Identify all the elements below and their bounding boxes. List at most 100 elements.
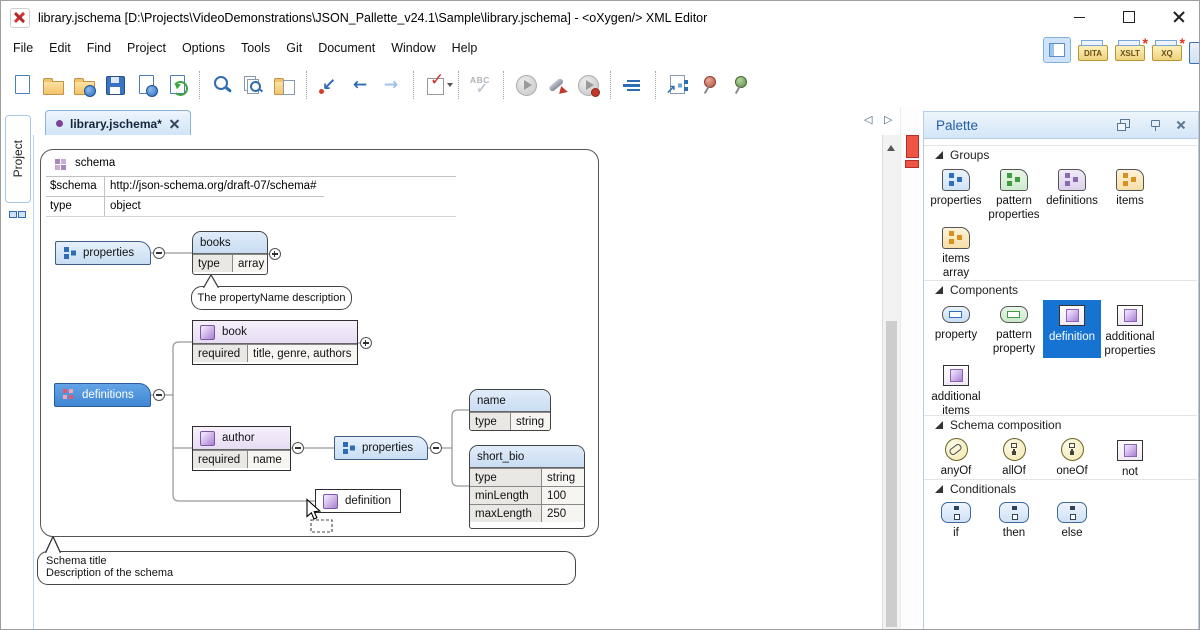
menu-project[interactable]: Project — [127, 41, 166, 55]
forward-button[interactable]: → — [378, 72, 404, 98]
palette-item-additional-properties[interactable]: additional properties — [1101, 300, 1159, 358]
maximize-button[interactable] — [1114, 6, 1144, 28]
back-button[interactable]: ← — [347, 72, 373, 98]
books-node[interactable]: books type array — [192, 231, 268, 275]
scroll-up-arrow-icon[interactable] — [887, 141, 895, 151]
minimize-button[interactable] — [1064, 6, 1094, 28]
palette-item-not[interactable]: not — [1101, 435, 1159, 479]
palette-item-property[interactable]: property — [927, 300, 985, 358]
scrollbar-thumb[interactable] — [886, 321, 897, 627]
name-node[interactable]: name type string — [469, 389, 551, 431]
associate-schema-button[interactable]: ↗ — [665, 72, 691, 98]
menu-tools[interactable]: Tools — [241, 41, 271, 55]
apply-transformation-button[interactable] — [513, 72, 539, 98]
database-perspective-icon[interactable] — [1189, 42, 1199, 64]
format-indent-button[interactable] — [620, 72, 646, 98]
menu-git[interactable]: Git — [286, 41, 303, 55]
menu-find[interactable]: Find — [86, 41, 112, 55]
close-button[interactable] — [1164, 6, 1194, 28]
vertical-scrollbar[interactable] — [882, 135, 900, 629]
palette-item-properties[interactable]: properties — [927, 166, 985, 222]
reload-button[interactable] — [164, 72, 190, 98]
last-edit-location-button[interactable]: ↙ — [316, 72, 342, 98]
row-value[interactable]: 100 — [542, 487, 584, 504]
open-button[interactable] — [40, 72, 66, 98]
name-type-row[interactable]: type string — [470, 412, 550, 430]
palette-item-additional-items[interactable]: additional items — [927, 360, 985, 418]
pin-panel-icon[interactable] — [1149, 119, 1161, 131]
close-panel-icon[interactable] — [1175, 119, 1187, 131]
schema-design-canvas[interactable]: schema $schema http://json-schema.org/dr… — [33, 135, 883, 629]
xslt-debugger-perspective-icon[interactable]: XSLT — [1115, 35, 1148, 61]
pin-validation-button[interactable] — [727, 72, 753, 98]
error-marker[interactable] — [905, 160, 919, 168]
schema-row-value[interactable]: http://json-schema.org/draft-07/schema# — [110, 180, 317, 192]
schema-node[interactable]: schema $schema http://json-schema.org/dr… — [40, 149, 599, 537]
menu-edit[interactable]: Edit — [49, 41, 71, 55]
row-value[interactable]: array — [233, 255, 267, 272]
section-components[interactable]: Components — [924, 280, 1197, 298]
row-value[interactable]: string — [511, 413, 550, 430]
books-type-row[interactable]: type array — [193, 254, 267, 272]
section-groups[interactable]: Groups — [924, 145, 1197, 163]
tab-library-jschema[interactable]: library.jschema* — [45, 110, 191, 136]
menu-help[interactable]: Help — [451, 41, 478, 55]
properties-node[interactable]: properties — [55, 241, 151, 265]
save-button[interactable] — [102, 72, 128, 98]
palette-item-pattern-properties[interactable]: pattern properties — [985, 166, 1043, 222]
save-to-url-button[interactable] — [133, 72, 159, 98]
row-value[interactable]: name — [248, 451, 290, 468]
float-panel-icon[interactable] — [1117, 119, 1130, 131]
project-view-tab[interactable]: Project — [5, 115, 31, 203]
palette-item-anyof[interactable]: anyOf — [927, 435, 985, 479]
open-url-button[interactable] — [71, 72, 97, 98]
row-value[interactable]: title, genre, authors — [248, 345, 357, 362]
menu-window[interactable]: Window — [391, 41, 436, 55]
palette-item-definition-selected[interactable]: definition — [1043, 300, 1101, 358]
short-bio-node[interactable]: short_bio type string minLength 100 maxL… — [469, 445, 585, 529]
short-bio-type-row[interactable]: type string — [470, 468, 584, 486]
collapse-toggle[interactable] — [292, 442, 304, 454]
editor-perspective-icon[interactable] — [1043, 37, 1071, 63]
dita-perspective-icon[interactable]: DITA — [1078, 40, 1108, 61]
row-value[interactable]: string — [542, 469, 584, 486]
collapse-toggle[interactable] — [153, 247, 165, 259]
row-value[interactable]: 250 — [542, 505, 584, 522]
section-conditionals[interactable]: Conditionals — [924, 479, 1197, 497]
menu-file[interactable]: File — [13, 41, 34, 55]
definitions-node-selected[interactable]: definitions — [54, 383, 151, 407]
collapse-toggle[interactable] — [153, 389, 165, 401]
property-description-bubble[interactable]: The propertyName description — [191, 286, 352, 310]
author-node[interactable]: author required name — [192, 426, 291, 471]
menu-options[interactable]: Options — [181, 41, 226, 55]
spell-check-button[interactable]: ABC — [468, 72, 494, 98]
palette-item-else[interactable]: else — [1043, 499, 1101, 540]
palette-item-items[interactable]: items — [1101, 166, 1159, 222]
tab-close-icon[interactable] — [169, 118, 180, 129]
find-replace-button[interactable] — [209, 72, 235, 98]
validate-button[interactable] — [423, 70, 453, 98]
collapse-toggle[interactable] — [430, 442, 442, 454]
section-schema-composition[interactable]: Schema composition — [924, 415, 1197, 433]
scroll-tabs-right-icon[interactable]: ▷ — [884, 114, 893, 126]
configure-transformation-button[interactable] — [544, 72, 570, 98]
expand-toggle[interactable] — [269, 248, 281, 260]
author-required-row[interactable]: required name — [193, 450, 290, 468]
palette-header[interactable]: Palette — [924, 112, 1198, 139]
pin-transformation-button[interactable] — [696, 72, 722, 98]
palette-item-definitions[interactable]: definitions — [1043, 166, 1101, 222]
xquery-debugger-perspective-icon[interactable]: XQ — [1152, 35, 1185, 61]
error-status-square[interactable] — [906, 135, 919, 158]
palette-item-pattern-property[interactable]: pattern property — [985, 300, 1043, 358]
new-document-button[interactable] — [9, 72, 35, 98]
book-required-row[interactable]: required title, genre, authors — [193, 344, 357, 362]
validate-dropdown-arrow-icon[interactable] — [447, 82, 453, 90]
find-resource-button[interactable] — [271, 72, 297, 98]
book-node[interactable]: book required title, genre, authors — [192, 320, 358, 365]
schema-description-bubble[interactable]: Schema title Description of the schema — [37, 551, 576, 585]
palette-item-oneof[interactable]: oneOf — [1043, 435, 1101, 479]
find-in-files-button[interactable] — [240, 72, 266, 98]
debug-transformation-button[interactable] — [575, 72, 601, 98]
palette-item-items-array[interactable]: items array — [927, 224, 985, 280]
schema-row-value[interactable]: object — [110, 200, 141, 212]
